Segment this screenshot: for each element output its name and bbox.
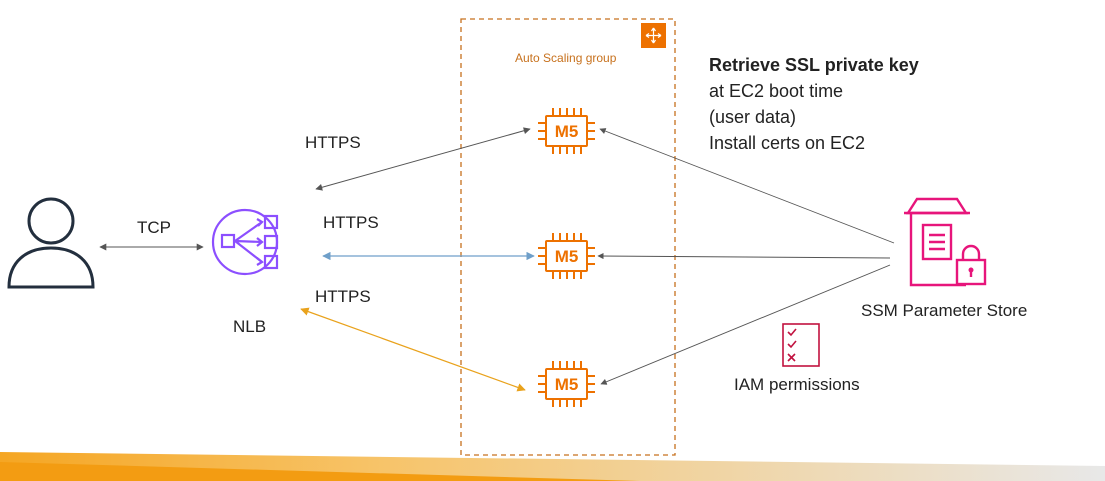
ssm-parameter-store-icon bbox=[904, 197, 987, 287]
note-line-4: Install certs on EC2 bbox=[709, 133, 866, 153]
https-top-label: HTTPS bbox=[305, 133, 361, 152]
ssm-to-ec2-bot-arrow bbox=[600, 264, 891, 385]
auto-scaling-group-box bbox=[460, 18, 676, 456]
ssm-to-ec2-top-arrow bbox=[599, 128, 895, 244]
https-top-arrow bbox=[315, 127, 531, 191]
ssm-label: SSM Parameter Store bbox=[861, 301, 1028, 320]
ec2-label: M5 bbox=[555, 122, 579, 141]
nlb-label: NLB bbox=[233, 317, 267, 336]
note-line-2: at EC2 boot time bbox=[709, 81, 844, 101]
ec2-instance-icon: M5 bbox=[538, 108, 595, 154]
https-bot-label: HTTPS bbox=[315, 287, 371, 306]
tcp-label: TCP bbox=[137, 218, 171, 237]
https-mid-label: HTTPS bbox=[323, 213, 379, 232]
https-bot-arrow bbox=[300, 307, 526, 392]
footer-swoosh-orange bbox=[0, 462, 640, 481]
ssm-to-ec2-mid-arrow bbox=[597, 252, 891, 260]
auto-scaling-group-icon bbox=[641, 23, 666, 48]
iam-permissions-icon bbox=[782, 323, 820, 367]
user-icon bbox=[7, 197, 95, 289]
note-line-3: (user data) bbox=[709, 107, 797, 127]
ssl-note: Retrieve SSL private key at EC2 boot tim… bbox=[709, 52, 919, 156]
auto-scaling-group-label: Auto Scaling group bbox=[515, 51, 617, 65]
nlb-icon bbox=[211, 208, 279, 276]
ec2-instance-icon: M5 bbox=[538, 233, 595, 279]
ec2-label: M5 bbox=[555, 247, 579, 266]
iam-label: IAM permissions bbox=[734, 375, 860, 394]
ec2-label: M5 bbox=[555, 375, 579, 394]
ec2-instance-icon: M5 bbox=[538, 361, 595, 407]
note-line-1: Retrieve SSL private key bbox=[709, 55, 919, 75]
